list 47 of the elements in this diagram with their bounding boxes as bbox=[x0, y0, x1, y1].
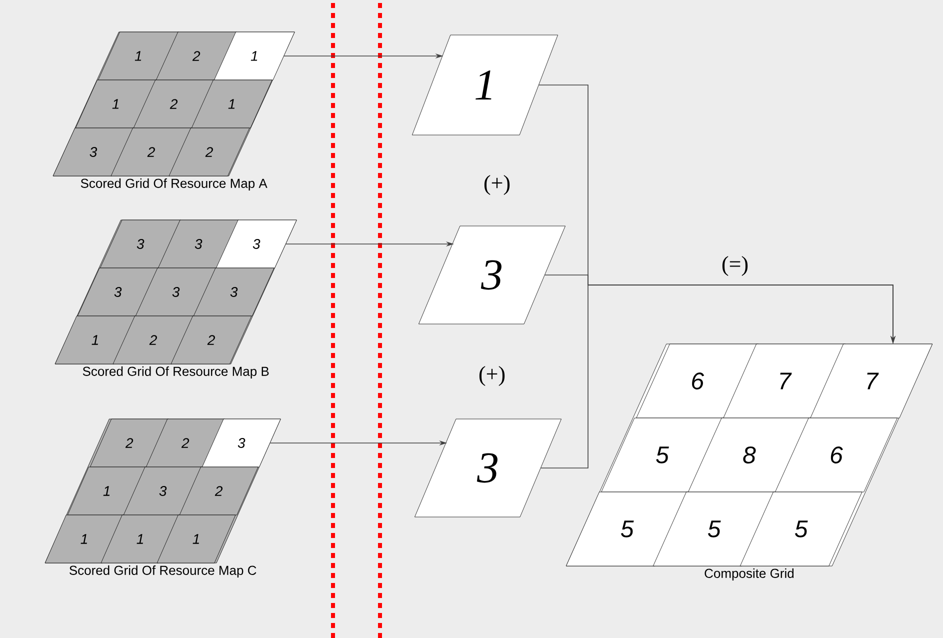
grid-cell: 1 bbox=[156, 514, 236, 564]
grid-cell: 3 bbox=[123, 466, 202, 516]
grid-cell: 2 bbox=[146, 418, 225, 468]
node-label: Composite Grid bbox=[704, 568, 794, 581]
grid-cell: 2 bbox=[170, 316, 252, 364]
grid-cell: 1 bbox=[54, 316, 136, 364]
grid-cell: 3 bbox=[193, 268, 274, 316]
grid-cell: 6 bbox=[636, 344, 759, 418]
value-box: 1 bbox=[412, 34, 558, 136]
grid-cell: 1 bbox=[214, 32, 295, 80]
grid-cell: 3 bbox=[52, 128, 134, 176]
grid-cell: 2 bbox=[168, 128, 250, 176]
grid-cell: 5 bbox=[601, 418, 724, 492]
grid-cell: 3 bbox=[135, 268, 216, 316]
grid-cell: 2 bbox=[133, 80, 214, 128]
grid-cell: 1 bbox=[191, 80, 272, 128]
node-label: Scored Grid Of Resource Map A bbox=[80, 178, 268, 191]
grid-cell: 3 bbox=[216, 220, 297, 268]
arrow bbox=[540, 284, 896, 468]
grid-cell: 2 bbox=[110, 128, 192, 176]
operator-label: (+) bbox=[479, 366, 505, 386]
grid-cell: 1 bbox=[67, 466, 146, 516]
grid-cell: 8 bbox=[688, 418, 810, 492]
grid-cell: 1 bbox=[75, 80, 156, 128]
grid-cell: 3 bbox=[100, 220, 181, 268]
grid-cell: 1 bbox=[98, 32, 179, 80]
grid-cell: 7 bbox=[723, 344, 846, 418]
grid-cell: 7 bbox=[810, 344, 933, 418]
grid-cell: 2 bbox=[90, 418, 169, 468]
grid-cell: 5 bbox=[740, 492, 862, 566]
grid-cell: 2 bbox=[112, 316, 194, 364]
grid-cell: 5 bbox=[652, 492, 776, 566]
grid-cell: 1 bbox=[100, 514, 180, 564]
grid-cell: 3 bbox=[158, 220, 239, 268]
value-box: 3 bbox=[418, 226, 566, 324]
grid-cell: 3 bbox=[77, 268, 158, 316]
node-label: Scored Grid Of Resource Map B bbox=[82, 366, 269, 379]
grid-cell: 2 bbox=[179, 466, 258, 516]
grid-cell: 2 bbox=[156, 32, 237, 80]
value-box: 3 bbox=[414, 418, 562, 518]
operator-label: (+) bbox=[484, 175, 510, 195]
grid-cell: 1 bbox=[44, 514, 124, 564]
edge-label: (=) bbox=[720, 255, 750, 277]
node-label: Scored Grid Of Resource Map C bbox=[70, 565, 256, 578]
grid-cell: 6 bbox=[774, 418, 898, 492]
grid-cell: 3 bbox=[202, 418, 281, 468]
grid-cell: 5 bbox=[566, 492, 688, 566]
